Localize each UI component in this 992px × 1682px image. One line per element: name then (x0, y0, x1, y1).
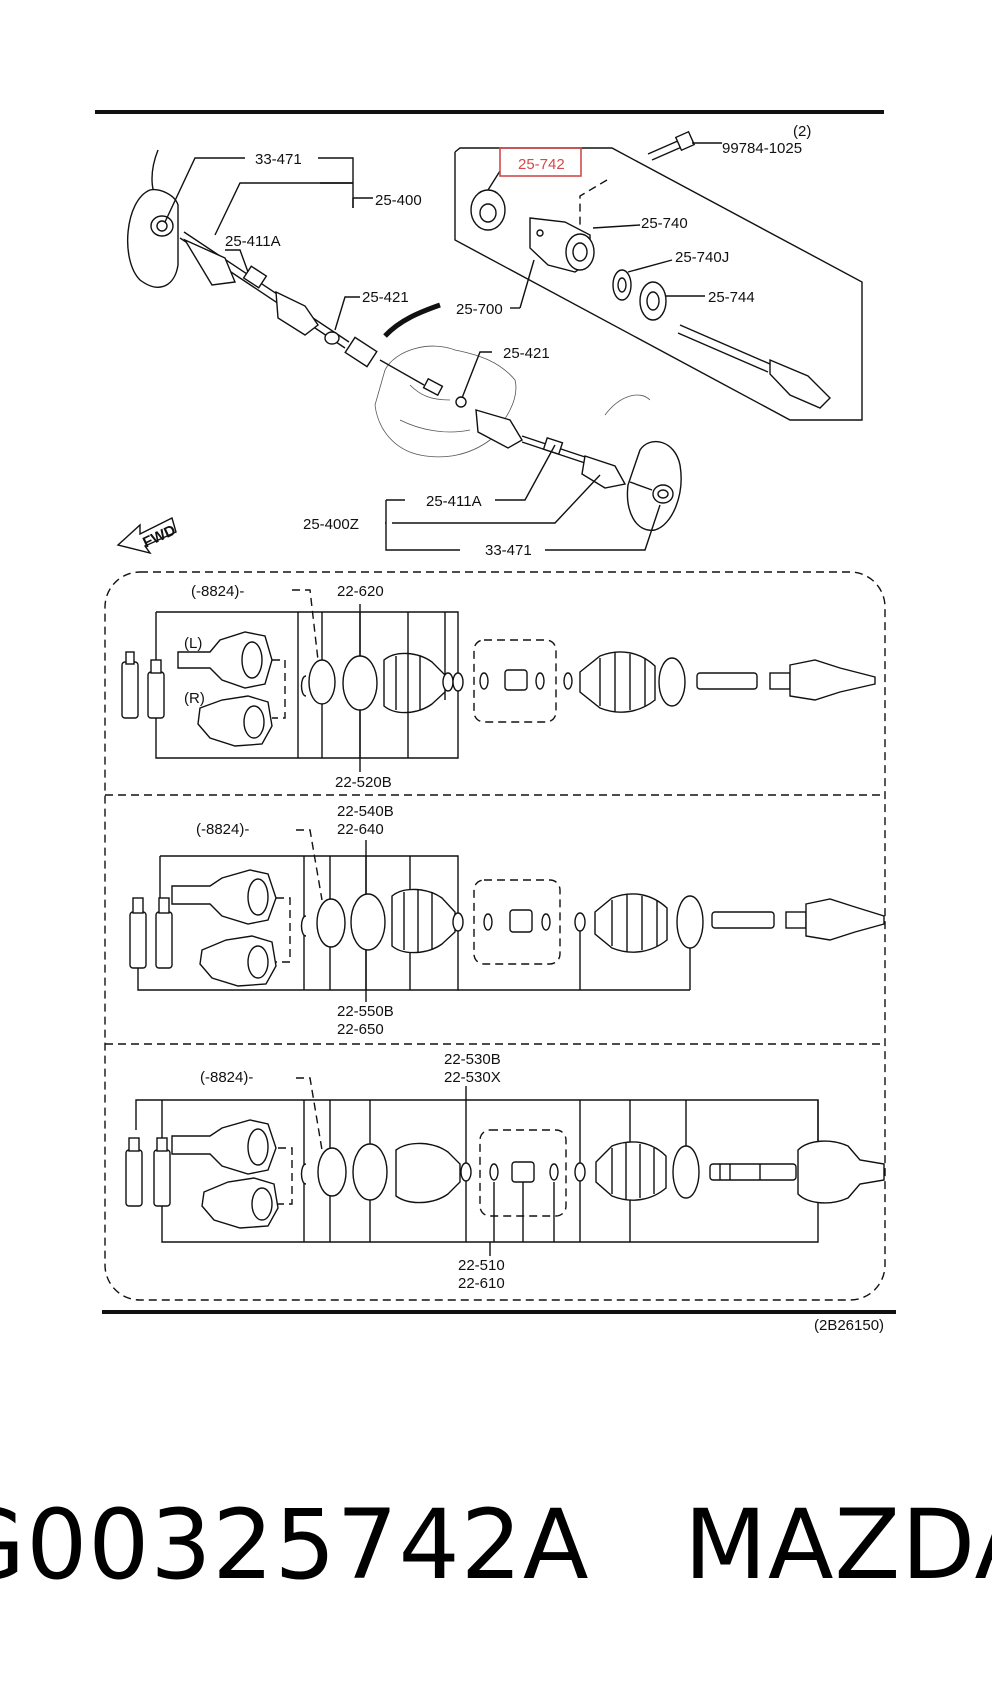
left-hub (127, 149, 179, 288)
label-99784-1025: 99784-1025 (722, 140, 802, 157)
kit-panel-outline (104, 571, 886, 1301)
s3-label-22-530X: 22-530X (444, 1069, 501, 1086)
s3-label-8824: (-8824)- (200, 1069, 253, 1086)
label-25-411A-top: 25-411A (225, 233, 281, 250)
s2-label-22-540B: 22-540B (337, 803, 394, 820)
brand-name: MAZDA (684, 1489, 992, 1601)
bolt (647, 130, 696, 161)
s1-label-8824: (-8824)- (191, 583, 244, 600)
s2-label-8824: (-8824)- (196, 821, 249, 838)
label-qty-2: (2) (793, 123, 811, 140)
s1-label-L: (L) (184, 635, 202, 652)
kit-section-3 (125, 1077, 885, 1256)
transmission-outline (374, 345, 517, 458)
highlight-box-25-742 (499, 147, 582, 177)
label-25-421-b: 25-421 (503, 345, 550, 362)
right-drive-shaft (379, 359, 627, 489)
leader-lines-top (164, 157, 661, 551)
label-25-740: 25-740 (641, 215, 688, 232)
s1-label-22-620: 22-620 (337, 583, 384, 600)
part-number: G00325742A (0, 1489, 590, 1601)
left-drive-shaft (179, 231, 378, 368)
intermediate-arrow (383, 302, 441, 338)
footer: G00325742A MAZDA (0, 1470, 992, 1620)
label-25-400: 25-400 (375, 192, 422, 209)
footer-gap (589, 1489, 684, 1601)
label-25-700: 25-700 (456, 301, 503, 318)
fwd-arrow-icon: FWD (116, 516, 179, 555)
s1-label-22-520B: 22-520B (335, 774, 392, 791)
s1-label-R: (R) (184, 690, 205, 707)
kit-section-1 (121, 589, 876, 772)
bearing-support-inset (454, 130, 863, 421)
label-25-400Z: 25-400Z (303, 516, 359, 533)
s3-label-22-530B: 22-530B (444, 1051, 501, 1068)
s2-label-22-650: 22-650 (337, 1021, 384, 1038)
diagram-code: (2B26150) (814, 1317, 884, 1334)
label-33-471-bot: 33-471 (485, 542, 532, 559)
right-hub (604, 394, 682, 531)
label-25-742: 25-742 (518, 156, 565, 173)
label-25-744: 25-744 (708, 289, 755, 306)
s3-label-22-610: 22-610 (458, 1275, 505, 1292)
s3-label-22-510: 22-510 (458, 1257, 505, 1274)
kit-section-2 (129, 829, 885, 1002)
s2-label-22-640: 22-640 (337, 821, 384, 838)
label-25-740J: 25-740J (675, 249, 729, 266)
label-25-421-a: 25-421 (362, 289, 409, 306)
label-33-471-top: 33-471 (255, 151, 302, 168)
label-25-411A-bot: 25-411A (426, 493, 482, 510)
s2-label-22-550B: 22-550B (337, 1003, 394, 1020)
